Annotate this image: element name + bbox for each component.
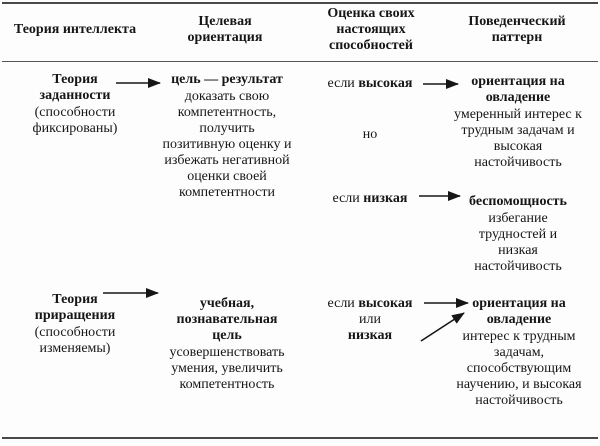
condition-high-1: если высокая bbox=[312, 76, 428, 92]
pattern-mastery-1-block: ориентация на овладение умеренный интере… bbox=[440, 74, 596, 171]
pattern-mastery-1-title: ориентация на овладение bbox=[471, 74, 565, 105]
goal-result-description: доказать свою компетентность, получить п… bbox=[162, 89, 292, 200]
goal-result-block: цель — результат доказать свою компетент… bbox=[148, 72, 306, 201]
goal-result-title: цель — результат bbox=[171, 72, 283, 87]
theory-entity-name: Теория заданности bbox=[39, 72, 111, 103]
pattern-helplessness-title: беспомощность bbox=[469, 194, 567, 209]
condition-conjunction-but: но bbox=[362, 127, 378, 142]
column-header-goal-orientation: Целевая ориентация bbox=[187, 14, 263, 45]
goal-learning-block: учебная, познавательная цель усовершенст… bbox=[148, 296, 306, 393]
pattern-helplessness-description: избегание трудностей и низкая настойчиво… bbox=[474, 211, 562, 274]
top-border-rule bbox=[2, 2, 598, 4]
pattern-mastery-2-block: ориентация на овладение интерес к трудны… bbox=[440, 296, 598, 409]
pattern-mastery-2-title: ориентация на овладение bbox=[472, 296, 566, 327]
column-header-behavior-pattern: Поведенческий паттерн bbox=[468, 14, 566, 45]
column-header-ability-assessment: Оценка своих настоящих способностей bbox=[327, 6, 415, 53]
theory-incremental-note: (способности изменяемы) bbox=[34, 325, 116, 356]
theory-entity-block: Теория заданности (способности фиксирова… bbox=[10, 72, 140, 137]
theory-incremental-name: Теория приращения bbox=[34, 292, 116, 323]
condition-2-prefix: если bbox=[327, 296, 355, 311]
pattern-mastery-1-description: умеренный интерес к трудным задачам и вы… bbox=[454, 107, 582, 170]
condition-high-or-low: если высокая или низкая bbox=[312, 296, 428, 344]
condition-high-1-prefix: если bbox=[327, 76, 355, 91]
theory-incremental-block: Теория приращения (способности изменяемы… bbox=[10, 292, 140, 357]
condition-low-1: если низкая bbox=[312, 191, 428, 207]
pattern-helplessness-block: беспомощность избегание трудностей и низ… bbox=[440, 194, 596, 275]
theory-entity-note: (способности фиксированы) bbox=[32, 105, 118, 136]
condition-high-1-value: высокая bbox=[358, 76, 413, 91]
goal-learning-title: учебная, познавательная цель bbox=[176, 296, 278, 343]
condition-2-value-high: высокая bbox=[358, 296, 413, 311]
header-separator-rule bbox=[2, 61, 598, 62]
condition-high-or-low-line1: если высокая bbox=[312, 296, 428, 312]
condition-2-value-low: низкая bbox=[347, 328, 393, 343]
pattern-mastery-2-description: интерес к трудным задачам, способствующи… bbox=[456, 329, 582, 408]
goal-learning-description: усовершенствовать умения, увеличить комп… bbox=[169, 345, 285, 392]
condition-low-1-prefix: если bbox=[332, 191, 360, 206]
condition-low-1-value: низкая bbox=[363, 191, 408, 206]
column-header-theory: Теория интеллекта bbox=[13, 22, 137, 37]
condition-conjunction-or: или bbox=[359, 312, 381, 327]
bottom-border-rule bbox=[2, 437, 598, 439]
